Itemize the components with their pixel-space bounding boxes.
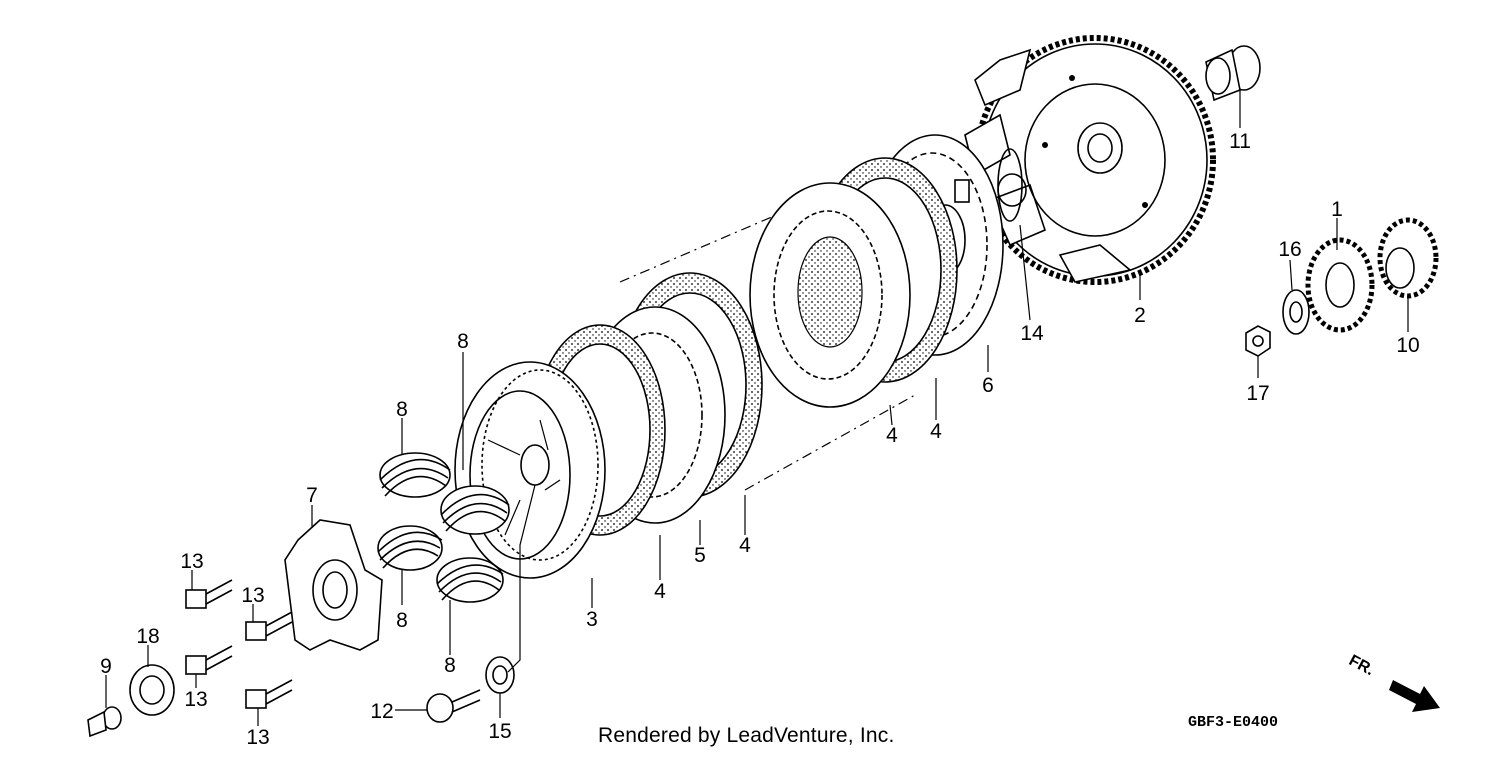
callout-6: 6 xyxy=(982,374,994,397)
bolt xyxy=(185,579,233,609)
pressure-plate xyxy=(454,361,606,579)
diagram-code: GBF3-E0400 xyxy=(1188,714,1279,731)
clutch-plate xyxy=(749,182,911,408)
front-direction-arrow xyxy=(1389,680,1440,712)
clutch-spring xyxy=(436,557,504,603)
callout-8: 8 xyxy=(444,654,456,677)
lifter-plate xyxy=(284,519,383,651)
gear xyxy=(1377,217,1439,299)
lock-washer xyxy=(485,656,515,694)
clutch-spring xyxy=(377,525,443,571)
callout-4: 4 xyxy=(886,424,898,447)
bushing xyxy=(1205,45,1261,102)
primary-drive-gear xyxy=(1305,237,1375,333)
callout-2: 2 xyxy=(1134,304,1146,327)
callout-12: 12 xyxy=(370,700,393,723)
leader-lines xyxy=(105,90,1409,726)
callout-3: 3 xyxy=(586,608,598,631)
callout-4: 4 xyxy=(654,580,666,603)
callout-17: 17 xyxy=(1246,382,1269,405)
clutch-spring xyxy=(440,485,510,535)
callout-8: 8 xyxy=(457,330,469,353)
thrust-washer xyxy=(997,148,1023,222)
bolt xyxy=(245,611,293,641)
callout-15: 15 xyxy=(488,720,511,743)
callout-7: 7 xyxy=(306,484,318,507)
callout-13: 13 xyxy=(241,584,264,607)
callout-13: 13 xyxy=(246,726,269,749)
callout-14: 14 xyxy=(1020,322,1044,345)
callout-13: 13 xyxy=(180,550,203,573)
clutch-outer-housing xyxy=(964,35,1216,285)
callout-4: 4 xyxy=(930,420,942,443)
bolt xyxy=(245,679,293,709)
clutch-spring xyxy=(379,452,451,498)
callout-16: 16 xyxy=(1278,238,1301,261)
callout-9: 9 xyxy=(100,655,112,678)
callout-18: 18 xyxy=(136,625,159,648)
callout-numbers: 1 2 3 4 4 4 4 5 5 6 7 8 8 8 8 8 9 10 11 … xyxy=(100,130,1420,749)
callout-8: 8 xyxy=(396,398,408,421)
washer xyxy=(1282,289,1310,335)
callout-11: 11 xyxy=(1229,130,1251,153)
nut xyxy=(1245,325,1271,357)
callout-5: 5 xyxy=(694,544,706,567)
credit-text: Rendered by LeadVenture, Inc. xyxy=(598,724,895,747)
callout-8: 8 xyxy=(396,609,408,632)
bearing xyxy=(129,664,175,716)
lifter-rod xyxy=(87,706,122,738)
bolt xyxy=(185,645,233,675)
callout-4: 4 xyxy=(739,534,751,557)
callout-1: 1 xyxy=(1331,198,1343,221)
callout-13: 13 xyxy=(184,688,207,711)
assembly-lines xyxy=(619,191,916,491)
callout-10: 10 xyxy=(1396,334,1419,357)
flange-bolt xyxy=(426,689,481,723)
